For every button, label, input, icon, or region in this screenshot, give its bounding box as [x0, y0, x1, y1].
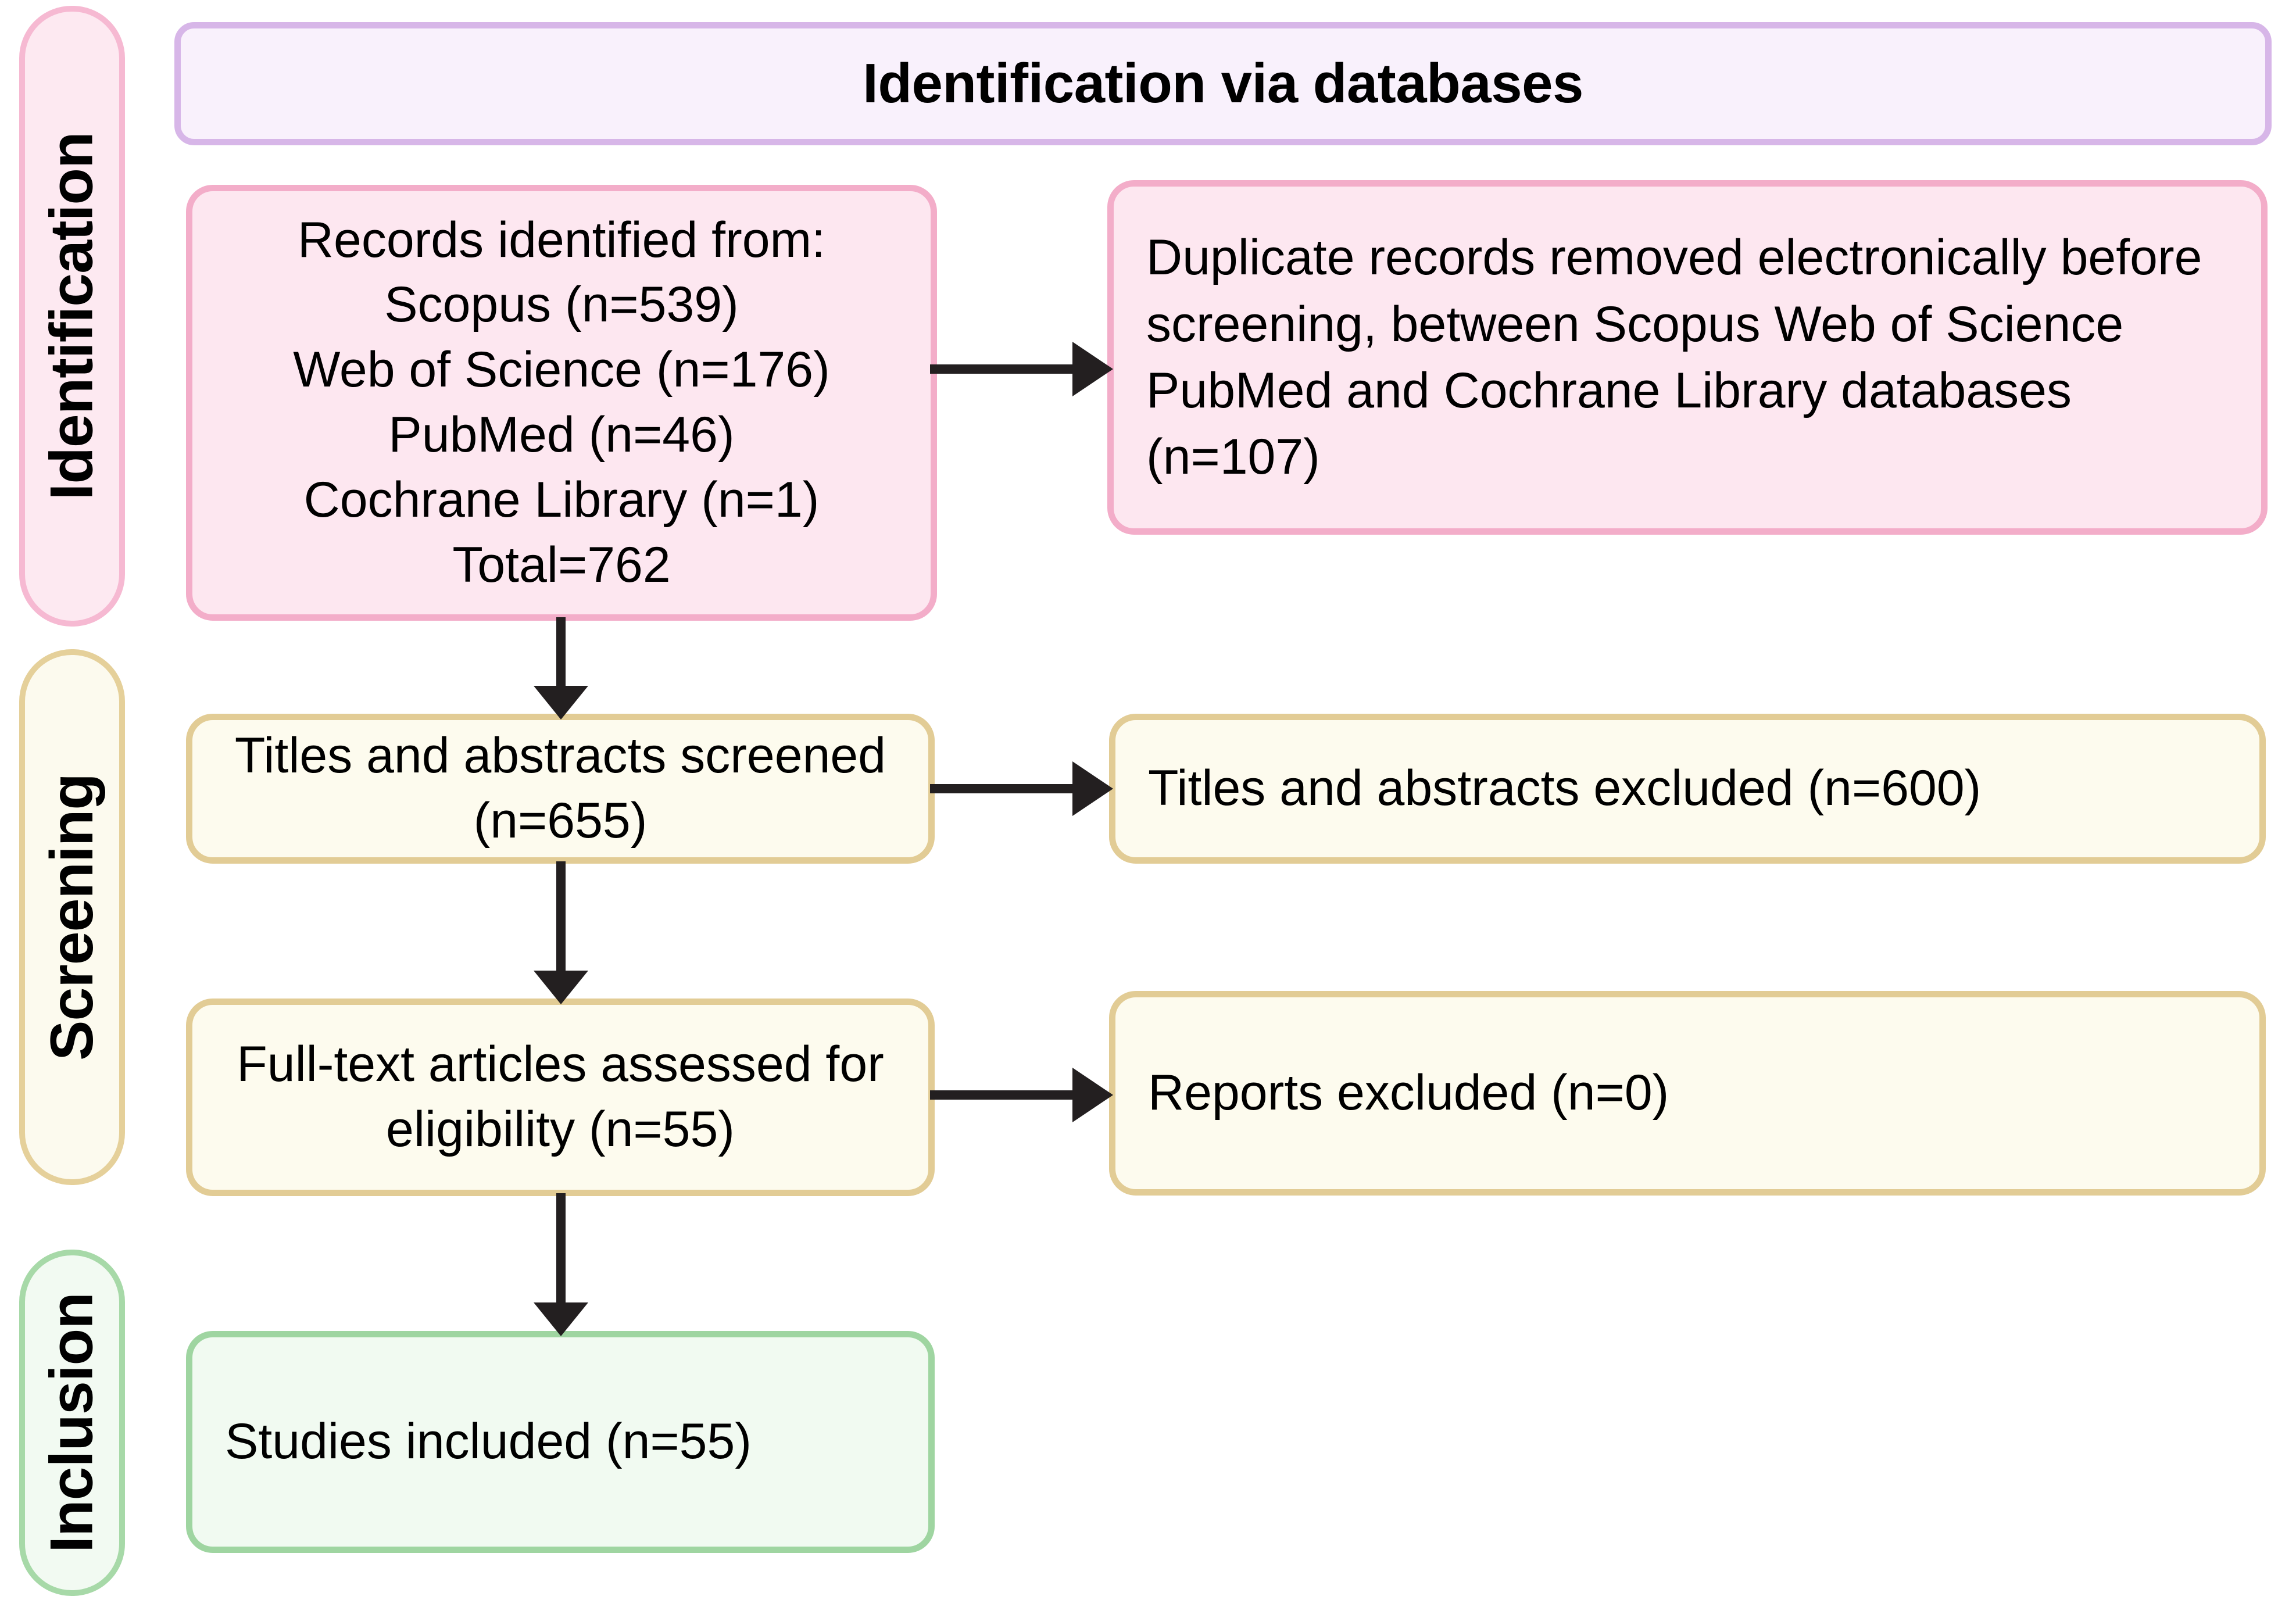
box-records-identified: Records identified from: Scopus (n=539) …: [186, 185, 937, 621]
box-titles-abstracts-excluded-text: Titles and abstracts excluded (n=600): [1148, 760, 1982, 817]
arrow-fulltext-to-included: [526, 1193, 596, 1339]
box-reports-excluded-text: Reports excluded (n=0): [1148, 1065, 1669, 1121]
phase-inclusion: Inclusion: [19, 1250, 125, 1596]
box-duplicate-records-removed: Duplicate records removed electronically…: [1107, 180, 2268, 535]
identification-via-databases-banner: Identification via databases: [174, 22, 2272, 145]
box-duplicate-records-removed-text: Duplicate records removed electronically…: [1146, 230, 2202, 485]
box-studies-included: Studies included (n=55): [186, 1331, 935, 1553]
box-fulltext-assessed: Full-text articles assessed for eligibil…: [186, 999, 935, 1196]
arrow-records-to-screened: [526, 617, 596, 722]
phase-inclusion-label: Inclusion: [38, 1293, 106, 1553]
arrow-screened-to-fulltext: [526, 861, 596, 1007]
arrow-fulltext-to-excluded-reports: [930, 1060, 1116, 1130]
phase-screening: Screening: [19, 649, 125, 1185]
arrow-screened-to-excluded-titles: [930, 754, 1116, 824]
arrow-records-to-duplicates: [930, 334, 1116, 404]
box-titles-abstracts-screened: Titles and abstracts screened (n=655): [186, 714, 935, 864]
box-titles-abstracts-excluded: Titles and abstracts excluded (n=600): [1109, 714, 2266, 864]
phase-identification-label: Identification: [38, 132, 106, 500]
box-records-identified-text: Records identified from: Scopus (n=539) …: [293, 212, 830, 593]
box-reports-excluded: Reports excluded (n=0): [1109, 991, 2266, 1196]
box-titles-abstracts-screened-text: Titles and abstracts screened (n=655): [234, 728, 886, 849]
box-fulltext-assessed-text: Full-text articles assessed for eligibil…: [237, 1036, 884, 1157]
box-studies-included-text: Studies included (n=55): [225, 1413, 752, 1470]
banner-title: Identification via databases: [863, 52, 1583, 114]
phase-screening-label: Screening: [38, 774, 106, 1061]
phase-identification: Identification: [19, 6, 125, 627]
